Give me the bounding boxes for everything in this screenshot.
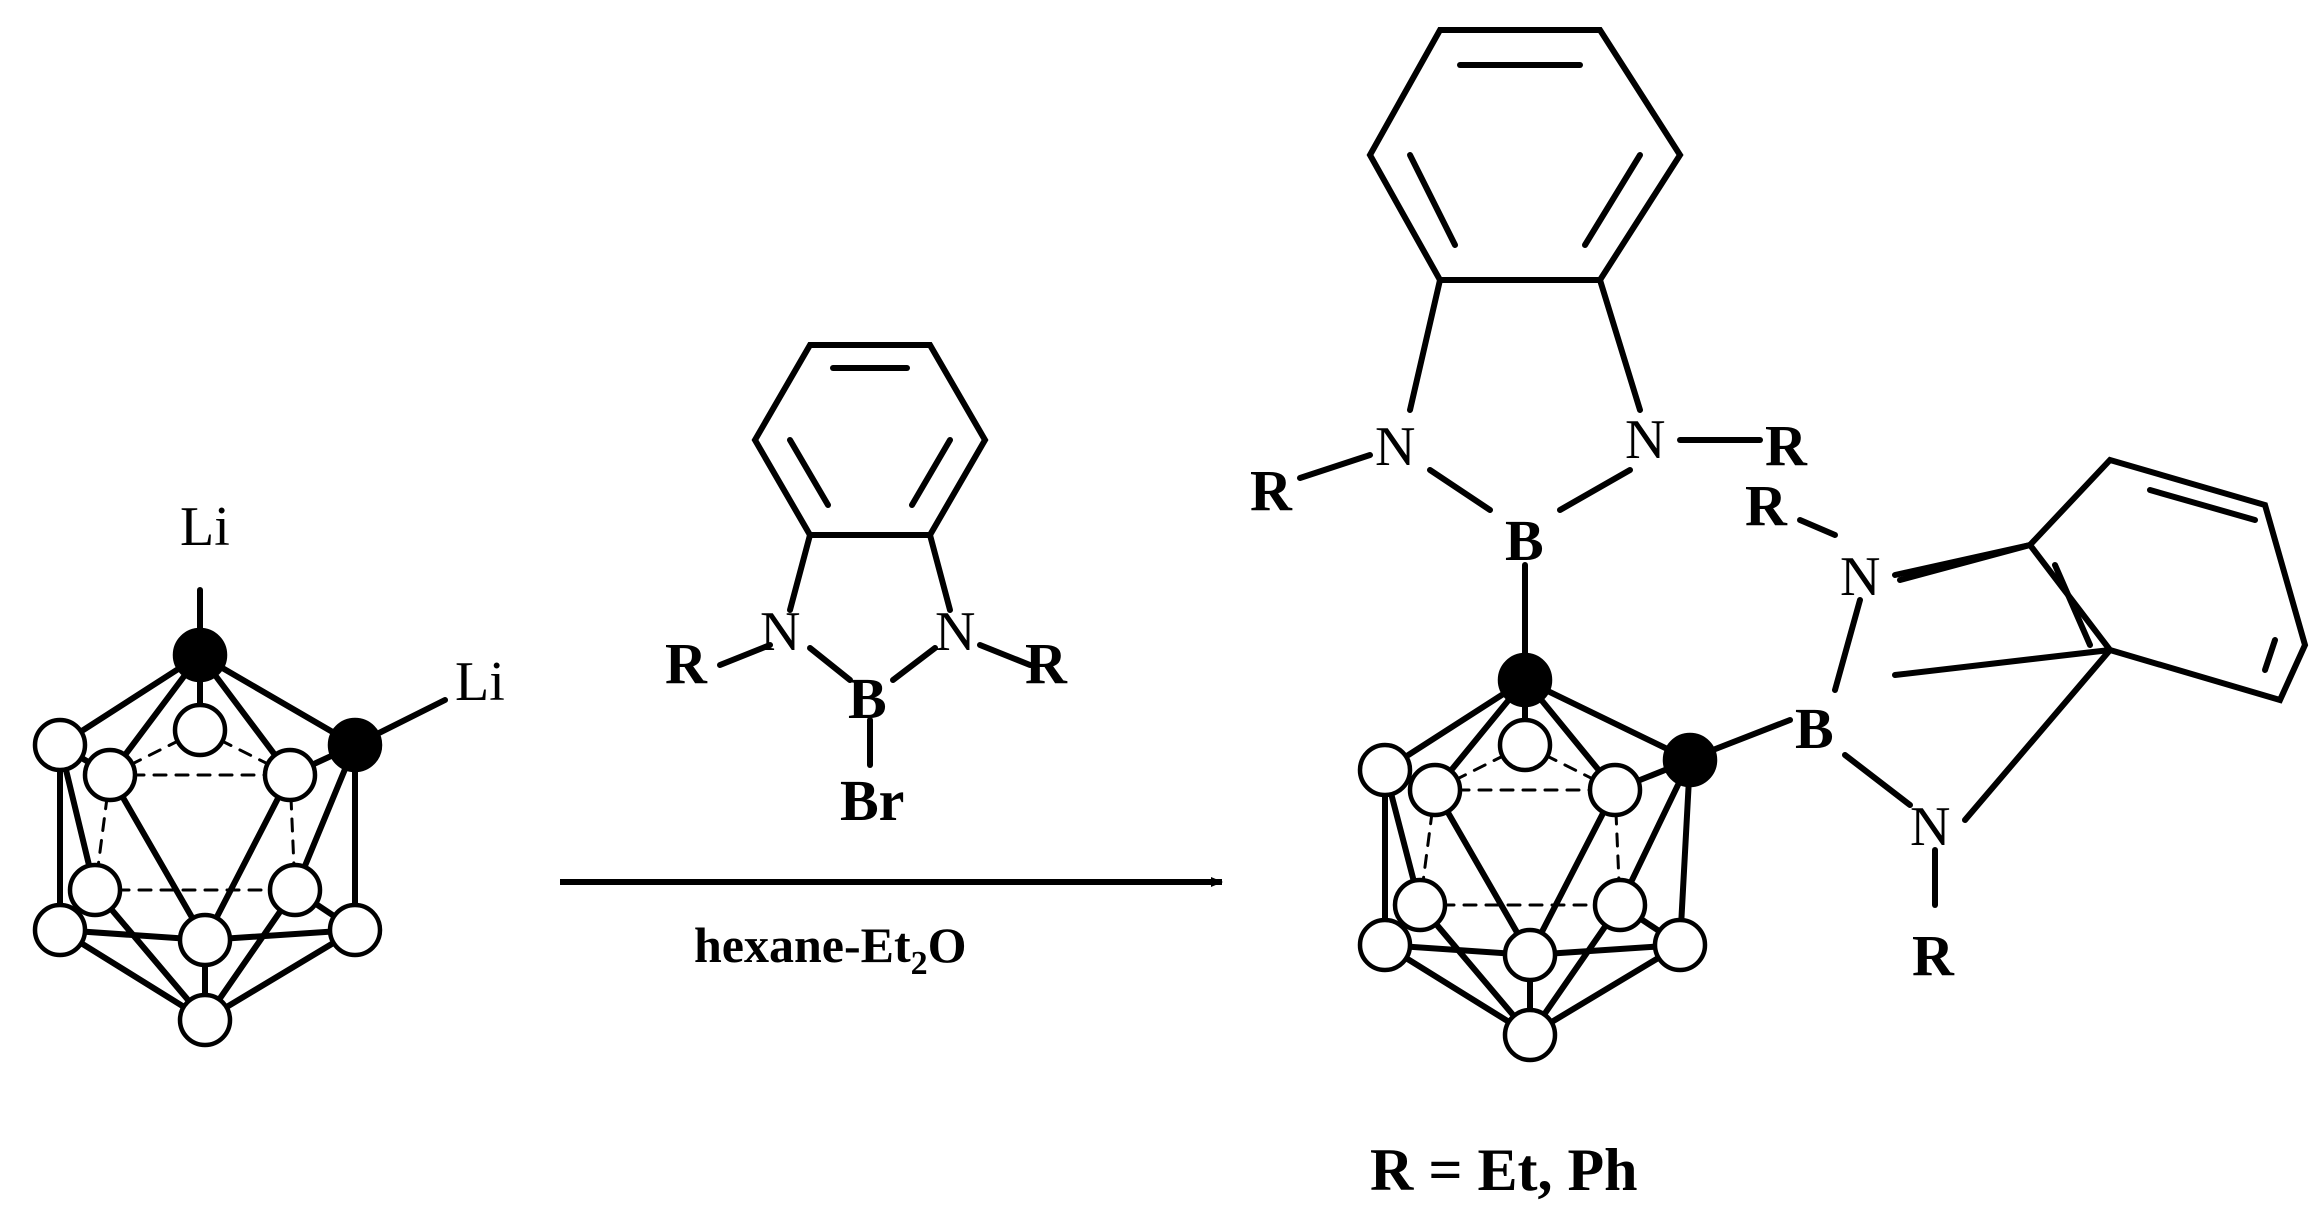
boron-vertex xyxy=(82,747,138,803)
upper-r-left: R xyxy=(1250,458,1293,523)
lower-r-bottom: R xyxy=(1912,923,1955,988)
reagent-n-left: N xyxy=(760,601,800,663)
reagent-boron: B xyxy=(848,666,887,731)
boron-vertex xyxy=(32,902,88,958)
boron-vertex xyxy=(177,992,233,1048)
lower-boron: B xyxy=(1795,696,1834,761)
lower-r-top: R xyxy=(1745,473,1788,538)
bromo-benzodiazaborole: N N B Br R R xyxy=(665,342,1068,833)
upper-n-right: N xyxy=(1625,409,1665,471)
bis-diazaborolyl-carborane: N N B R R N N B R R xyxy=(1250,27,2309,1063)
product-carbon-top xyxy=(1497,652,1553,708)
carbon-atom-top xyxy=(172,627,228,683)
lower-n-bottom: N xyxy=(1910,796,1950,858)
dilithio-carborane: Li Li xyxy=(32,496,505,1048)
li-label-right: Li xyxy=(455,651,505,713)
boron-vertex xyxy=(1652,917,1708,973)
boron-vertex xyxy=(267,862,323,918)
upper-n-left: N xyxy=(1375,416,1415,478)
boron-vertex xyxy=(1587,762,1643,818)
carbon-atom-right xyxy=(327,717,383,773)
upper-r-right: R xyxy=(1765,413,1808,478)
reagent-r-right: R xyxy=(1025,631,1068,696)
boron-vertex xyxy=(1502,927,1558,983)
boron-vertex xyxy=(1592,877,1648,933)
product-carbon-right xyxy=(1662,732,1718,788)
boron-vertex xyxy=(262,747,318,803)
boron-vertex xyxy=(67,862,123,918)
boron-vertex xyxy=(1357,742,1413,798)
li-label-top: Li xyxy=(180,496,230,558)
solvent-label: hexane-Et2O xyxy=(694,917,967,982)
boron-vertex xyxy=(327,902,383,958)
boron-vertex xyxy=(1392,877,1448,933)
reagent-bromine: Br xyxy=(840,768,904,833)
lower-n-top: N xyxy=(1840,546,1880,608)
reagent-r-left: R xyxy=(665,631,708,696)
boron-vertex xyxy=(172,702,228,758)
boron-vertex xyxy=(177,912,233,968)
boron-vertex xyxy=(1497,717,1553,773)
reagent-n-right: N xyxy=(935,601,975,663)
upper-boron: B xyxy=(1505,508,1544,573)
boron-vertex xyxy=(1357,917,1413,973)
r-group-definition: R = Et, Ph xyxy=(1370,1137,1638,1203)
boron-vertex xyxy=(1407,762,1463,818)
boron-vertex xyxy=(1502,1007,1558,1063)
boron-vertex xyxy=(32,717,88,773)
